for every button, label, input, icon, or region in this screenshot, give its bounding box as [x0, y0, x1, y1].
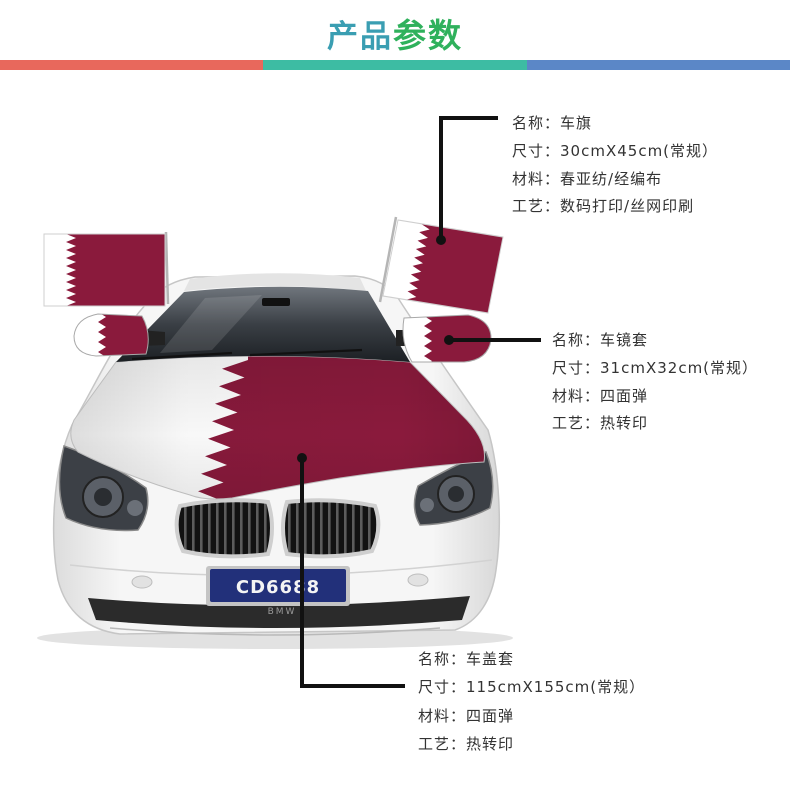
leader-dot-car-flag — [436, 235, 446, 245]
divider-red-segment — [0, 60, 264, 70]
mirror-cover-left-outline — [73, 313, 149, 357]
leader-line-hood-cover — [300, 458, 405, 688]
grille-right — [281, 498, 381, 559]
spec-label: 材料： — [512, 169, 561, 188]
spec-value: 30cmX45cm(常规） — [560, 141, 719, 160]
spec-label: 工艺： — [552, 414, 601, 433]
plate-frame-brand-text: BMW — [268, 607, 297, 617]
car-flag-right — [382, 219, 504, 314]
title-part-2: 参数 — [393, 16, 463, 55]
spec-value: 车旗 — [560, 114, 593, 132]
car-flag-left — [43, 233, 166, 307]
spec-value: 春亚纺/经编布 — [560, 169, 663, 188]
spec-label: 材料： — [418, 706, 467, 725]
spec-value: 四面弹 — [466, 706, 515, 725]
spec-material-row: 材料：四面弹 — [418, 702, 645, 730]
car-roof — [184, 273, 366, 291]
leader-line-car-flag — [439, 116, 498, 240]
mirror-cover-left — [74, 314, 149, 356]
spec-value: 车盖套 — [466, 650, 515, 668]
divider-blue-segment — [526, 60, 790, 70]
spec-material-row: 材料：春亚纺/经编布 — [512, 166, 718, 194]
spec-name-row: 名称：车旗 — [512, 110, 718, 138]
spec-label: 尺寸： — [418, 678, 467, 697]
bumper-reflector-left — [131, 575, 153, 589]
spec-label: 材料： — [552, 386, 601, 405]
leader-dot-mirror-cover — [444, 335, 454, 345]
flag-pole-left — [164, 231, 170, 305]
license-plate: CD6688 — [206, 566, 350, 606]
page-title: 产品参数 — [0, 13, 790, 60]
license-plate-text: CD6688 — [236, 577, 320, 598]
spec-value: 115cmX155cm(常规） — [466, 678, 646, 697]
divider-teal-segment — [263, 60, 527, 70]
mirror-cover-right-outline — [402, 314, 492, 363]
hood-outline — [70, 355, 486, 500]
spec-material-row: 材料：四面弹 — [552, 383, 758, 411]
spec-process-row: 工艺：热转印 — [552, 410, 758, 438]
bumper-reflector-right — [407, 573, 429, 587]
spec-process-row: 工艺：热转印 — [418, 730, 645, 758]
wiper-left — [131, 351, 233, 361]
headlight-left — [58, 445, 149, 532]
spec-label: 工艺： — [418, 734, 467, 753]
spec-block-hood-cover: 名称：车盖套 尺寸：115cmX155cm(常规） 材料：四面弹 工艺：热转印 — [418, 645, 645, 758]
spec-label: 名称： — [512, 114, 561, 132]
leader-dot-hood-cover — [297, 453, 307, 463]
spec-label: 名称： — [552, 331, 601, 349]
spec-block-mirror-cover: 名称：车镜套 尺寸：31cmX32cm(常规） 材料：四面弹 工艺：热转印 — [552, 327, 758, 438]
spec-size-row: 尺寸：115cmX155cm(常规） — [418, 673, 645, 701]
bumper-chin — [109, 627, 441, 636]
spec-value: 31cmX32cm(常规） — [600, 358, 759, 377]
spec-block-car-flag: 名称：车旗 尺寸：30cmX45cm(常规） 材料：春亚纺/经编布 工艺：数码打… — [512, 110, 718, 221]
rearview-mirror — [262, 298, 290, 306]
spec-label: 工艺： — [512, 197, 561, 216]
spec-name-row: 名称：车盖套 — [418, 645, 645, 673]
lower-air-intake — [88, 596, 470, 628]
spec-label: 尺寸： — [512, 141, 561, 160]
spec-size-row: 尺寸：31cmX32cm(常规） — [552, 355, 758, 383]
spec-value: 四面弹 — [600, 386, 649, 405]
spec-value: 热转印 — [600, 414, 649, 433]
spec-label: 名称： — [418, 650, 467, 668]
windshield — [116, 286, 410, 362]
tricolor-divider — [0, 60, 790, 70]
spec-size-row: 尺寸：30cmX45cm(常规） — [512, 138, 718, 166]
spec-value: 车镜套 — [600, 331, 649, 349]
wiper-right — [249, 348, 363, 357]
grille-left — [174, 498, 274, 559]
spec-label: 尺寸： — [552, 358, 601, 377]
flag-pole-right — [378, 216, 398, 303]
spec-value: 热转印 — [466, 734, 515, 753]
spec-process-row: 工艺：数码打印/丝网印刷 — [512, 193, 718, 221]
spec-value: 数码打印/丝网印刷 — [560, 197, 695, 216]
title-part-1: 产品 — [327, 19, 393, 55]
headlight-right — [413, 451, 494, 526]
windshield-reflection — [160, 295, 262, 353]
spec-name-row: 名称：车镜套 — [552, 327, 758, 355]
